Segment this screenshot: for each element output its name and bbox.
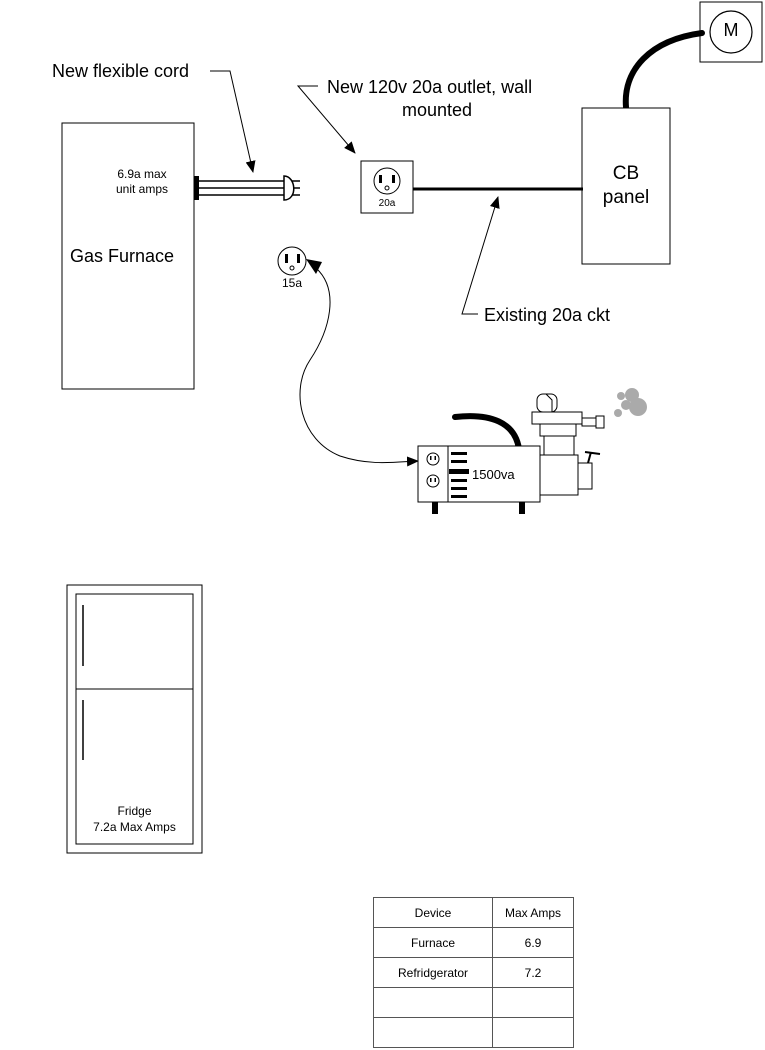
table-header-max-amps: Max Amps: [492, 897, 574, 928]
fridge-label-line2: 7.2a Max Amps: [93, 820, 176, 834]
gas-furnace-label: Gas Furnace: [70, 246, 175, 266]
table-cell: 7.2: [492, 957, 574, 988]
generator-cord: [299, 267, 419, 467]
table-row: [373, 987, 574, 1018]
outlet-15a: [277, 246, 322, 276]
outlet-20a-label: 20a: [378, 198, 396, 209]
table-row: Furnace 6.9: [373, 927, 574, 958]
fridge: [66, 584, 203, 854]
table-header-row: Device Max Amps: [373, 897, 574, 928]
table-cell: Refridgerator: [373, 957, 493, 988]
generator-va-label: 1500va: [472, 467, 515, 482]
gas-furnace: [61, 122, 195, 390]
amps-table: Device Max Amps Furnace 6.9 Refridgerato…: [373, 897, 574, 1048]
table-cell: [373, 1017, 493, 1048]
fridge-label-line1: Fridge: [117, 804, 152, 818]
exhaust-smoke: [614, 388, 647, 417]
furnace-amps-line2: unit amps: [115, 182, 169, 196]
table-cell: [492, 987, 574, 1018]
cb-panel-label-line2: panel: [602, 187, 650, 208]
flexible-cord: [199, 180, 300, 196]
outlet-15a-label: 15a: [281, 276, 303, 290]
circuit-leader: [461, 196, 500, 315]
cb-panel: [581, 107, 671, 265]
table-cell: 6.9: [492, 927, 574, 958]
meter-feeder: [622, 30, 705, 110]
cb-panel-label-line1: CB: [612, 163, 640, 184]
table-row: Refridgerator 7.2: [373, 957, 574, 988]
table-cell: [373, 987, 493, 1018]
table-header-device: Device: [373, 897, 493, 928]
cord-plug: [283, 175, 295, 201]
furnace-cord-entry: [194, 176, 199, 200]
cord-leader: [210, 70, 256, 173]
generator: [417, 393, 605, 514]
outlet-leader: [296, 85, 356, 154]
table-cell: Furnace: [373, 927, 493, 958]
new-outlet-label-line2: mounted: [402, 100, 473, 120]
new-cord-label: New flexible cord: [52, 61, 190, 81]
new-outlet-label-line1: New 120v 20a outlet, wall: [327, 77, 533, 97]
outlet-20a: [360, 160, 414, 214]
furnace-amps-line1: 6.9a max: [117, 167, 167, 181]
table-row: [373, 1017, 574, 1048]
existing-circuit-label: Existing 20a ckt: [484, 305, 611, 325]
table-cell: [492, 1017, 574, 1048]
meter: [699, 1, 763, 63]
meter-label: M: [723, 20, 739, 40]
